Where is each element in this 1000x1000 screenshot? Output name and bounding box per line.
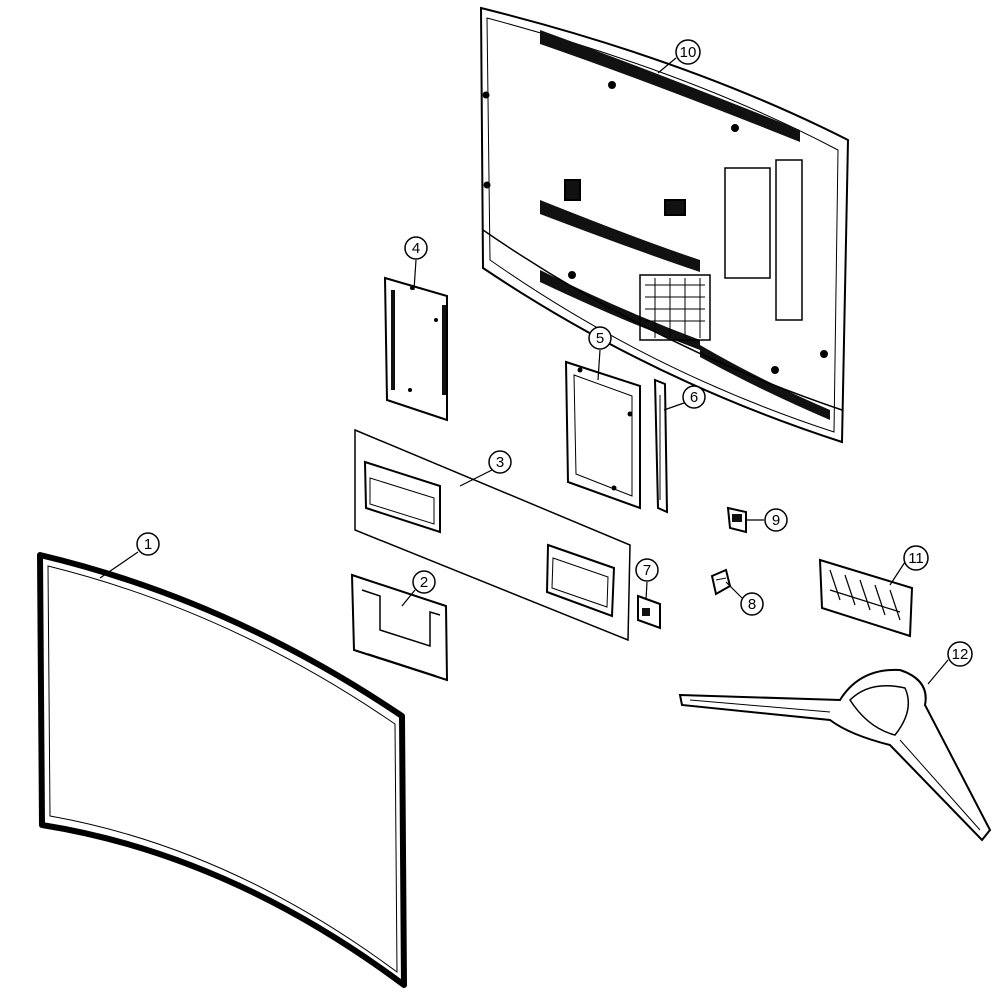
callout-1-label: 1 xyxy=(144,536,152,553)
callout-9-label: 9 xyxy=(772,512,780,529)
stand-neck xyxy=(818,558,914,638)
callout-8-label: 8 xyxy=(748,596,756,613)
wall-bracket xyxy=(350,573,449,682)
callout-5-label: 5 xyxy=(596,330,604,347)
callout-10: 10 xyxy=(675,39,701,65)
main-board xyxy=(564,360,641,510)
connector xyxy=(726,506,747,534)
callout-3-label: 3 xyxy=(496,454,504,471)
callout-3: 3 xyxy=(488,450,512,474)
bracket-set xyxy=(354,428,631,642)
rear-cover xyxy=(479,6,850,444)
clip xyxy=(710,568,732,596)
callout-7-label: 7 xyxy=(643,562,651,579)
front-panel xyxy=(37,552,407,988)
small-board xyxy=(637,594,661,630)
callout-2-label: 2 xyxy=(420,574,428,591)
callout-6: 6 xyxy=(682,385,706,409)
callout-11-label: 11 xyxy=(908,550,924,567)
callout-9: 9 xyxy=(764,508,788,532)
callout-11: 11 xyxy=(903,545,929,571)
leader-lines xyxy=(99,57,949,685)
callout-7: 7 xyxy=(635,558,659,582)
callout-6-label: 6 xyxy=(690,389,698,406)
callout-1: 1 xyxy=(136,532,160,556)
power-board xyxy=(383,276,448,422)
callouts: 1 2 3 4 5 6 7 8 xyxy=(136,39,973,667)
control-board xyxy=(653,378,669,514)
callout-5: 5 xyxy=(588,326,612,350)
callout-4-label: 4 xyxy=(412,240,420,257)
callout-12: 12 xyxy=(947,641,973,667)
stand-base xyxy=(678,668,992,842)
callout-8: 8 xyxy=(740,592,764,616)
callout-10-label: 10 xyxy=(680,44,697,61)
callout-12-label: 12 xyxy=(952,646,969,663)
callout-4: 4 xyxy=(404,236,428,260)
callout-2: 2 xyxy=(412,570,436,594)
